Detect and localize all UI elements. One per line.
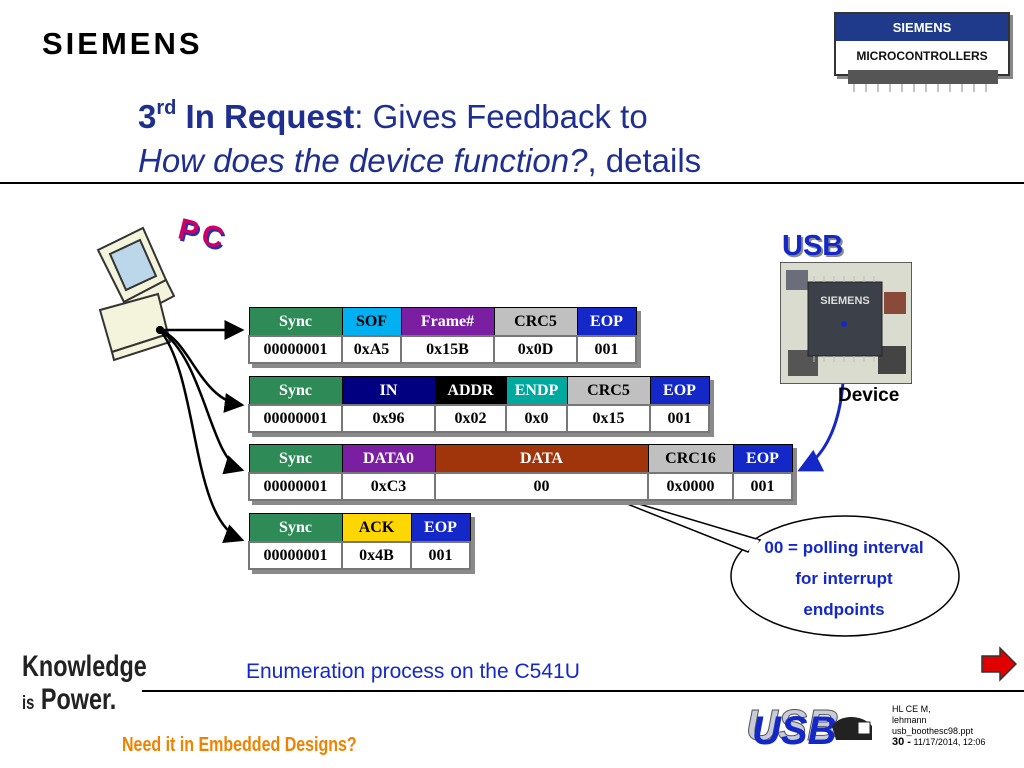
meta-dept: HL CE M,	[892, 704, 931, 714]
slide-title: 3rd In Request: Gives Feedback to How do…	[138, 86, 701, 183]
field-eop: EOP	[732, 444, 793, 474]
next-slide-arrow-icon[interactable]	[980, 646, 1018, 682]
value-ack: 0x4B	[341, 541, 412, 570]
field-sync: Sync	[248, 307, 343, 337]
packet-header-row: Sync DATA0 DATA CRC16 EOP	[248, 444, 793, 474]
badge-brand: SIEMENS	[836, 14, 1008, 41]
device-label: Device	[838, 385, 900, 406]
usb-logo: USB USB	[746, 701, 872, 752]
slogan-is: is	[22, 693, 35, 714]
footer-divider	[142, 690, 1024, 692]
packet-value-row: 00000001 0xC3 00 0x0000 001	[248, 472, 793, 501]
field-eop: EOP	[576, 307, 637, 337]
title-bold: In Request	[185, 98, 355, 135]
value-data0: 0xC3	[341, 472, 436, 501]
meta-author: lehmann	[892, 715, 927, 725]
note-line-3: endpoints	[803, 600, 885, 619]
badge-label: MICROCONTROLLERS	[856, 49, 988, 63]
field-eop: EOP	[649, 376, 710, 406]
value-addr: 0x02	[434, 404, 507, 433]
value-in: 0x96	[341, 404, 436, 433]
packet-header-row: Sync SOF Frame# CRC5 EOP	[248, 307, 637, 337]
microcontrollers-badge: SIEMENS MICROCONTROLLERS	[834, 12, 1010, 76]
title-ordinal: 3	[138, 98, 157, 135]
field-crc5: CRC5	[493, 307, 578, 337]
field-crc5: CRC5	[566, 376, 651, 406]
usb-logo-shadow: USB	[746, 701, 839, 750]
siemens-logo: SIEMENS	[42, 26, 203, 61]
knowledge-slogan: Knowledge is Power.	[22, 650, 147, 720]
value-sync: 00000001	[248, 335, 343, 364]
tagline: Need it in Embedded Designs?	[122, 734, 357, 756]
page-number: 30 -	[892, 736, 911, 748]
note-line-1: 00 = polling interval	[764, 538, 924, 557]
field-addr: ADDR	[434, 376, 507, 406]
sof-packet-table: Sync SOF Frame# CRC5 EOP 00000001 0xA5 0…	[248, 307, 637, 364]
value-frame: 0x15B	[400, 335, 495, 364]
value-crc5: 0x0D	[493, 335, 578, 364]
title-ordinal-suffix: rd	[156, 97, 177, 119]
packet-header-row: Sync ACK EOP	[248, 513, 471, 543]
title-details: , details	[587, 142, 702, 179]
polling-interval-note: 00 = polling interval for interrupt endp…	[738, 532, 950, 625]
value-sync: 00000001	[248, 472, 343, 501]
pc-computer-icon	[96, 226, 176, 362]
device-chip-image: SIEMENS	[780, 262, 912, 384]
ack-packet-table: Sync ACK EOP 00000001 0x4B 001	[248, 513, 471, 570]
chip-pins-graphic	[848, 70, 998, 92]
field-eop: EOP	[410, 513, 471, 543]
field-data: DATA	[434, 444, 649, 474]
value-crc16: 0x0000	[647, 472, 734, 501]
value-eop: 001	[410, 541, 471, 570]
note-line-2: for interrupt	[795, 569, 893, 588]
value-eop: 001	[732, 472, 793, 501]
chip-brand-text: SIEMENS	[820, 295, 870, 307]
slogan-power: Power.	[40, 683, 117, 716]
field-sync: Sync	[248, 444, 343, 474]
value-crc5: 0x15	[566, 404, 651, 433]
packet-value-row: 00000001 0x96 0x02 0x0 0x15 001	[248, 404, 710, 433]
value-sof: 0xA5	[341, 335, 402, 364]
packet-value-row: 00000001 0x4B 001	[248, 541, 471, 570]
field-sync: Sync	[248, 376, 343, 406]
slide-caption: Enumeration process on the C541U	[246, 660, 580, 683]
header-divider	[0, 182, 1024, 184]
slide-metadata: HL CE M, lehmann usb_boothesc98.ppt 30 -…	[892, 704, 985, 748]
value-eop: 001	[649, 404, 710, 433]
value-eop: 001	[576, 335, 637, 364]
value-sync: 00000001	[248, 541, 343, 570]
field-crc16: CRC16	[647, 444, 734, 474]
value-endp: 0x0	[505, 404, 568, 433]
packet-header-row: Sync IN ADDR ENDP CRC5 EOP	[248, 376, 710, 406]
usb-logo-text: USB	[752, 709, 836, 752]
value-sync: 00000001	[248, 404, 343, 433]
in-packet-table: Sync IN ADDR ENDP CRC5 EOP 00000001 0x96…	[248, 376, 710, 433]
value-data: 00	[434, 472, 649, 501]
meta-date: 11/17/2014, 12:06	[913, 737, 986, 747]
field-in: IN	[341, 376, 436, 406]
title-question: How does the device function?	[138, 142, 588, 179]
callout-bubble	[591, 489, 960, 637]
packet-value-row: 00000001 0xA5 0x15B 0x0D 001	[248, 335, 637, 364]
meta-file: usb_boothesc98.ppt	[892, 726, 974, 736]
slogan-line-1: Knowledge	[22, 650, 147, 683]
data0-packet-table: Sync DATA0 DATA CRC16 EOP 00000001 0xC3 …	[248, 444, 793, 501]
field-endp: ENDP	[505, 376, 568, 406]
usb-label: USB	[782, 230, 844, 262]
field-frame: Frame#	[400, 307, 495, 337]
title-rest: : Gives Feedback to	[354, 98, 648, 135]
field-sof: SOF	[341, 307, 402, 337]
field-data0: DATA0	[341, 444, 436, 474]
field-ack: ACK	[341, 513, 412, 543]
field-sync: Sync	[248, 513, 343, 543]
